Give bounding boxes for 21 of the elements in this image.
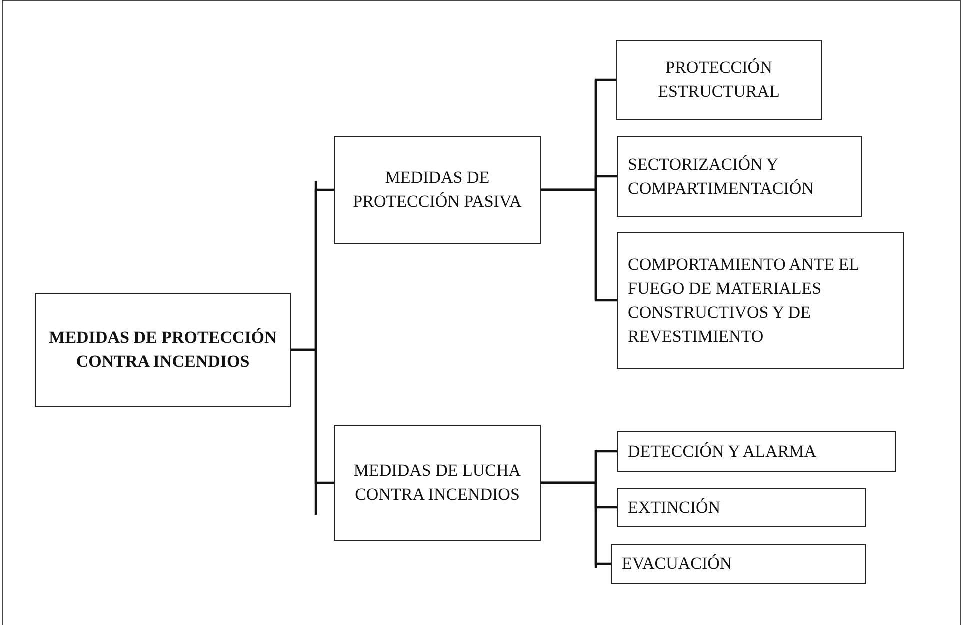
text-box bbox=[334, 425, 541, 541]
text-box bbox=[616, 40, 822, 120]
text-box bbox=[611, 544, 866, 584]
box-label: COMPORTAMIENTO ANTE EL FUEGO DE MATERIALES CONSTRUCTIVOS Y DE REVESTIMIENTO bbox=[628, 254, 860, 348]
box-label: PROTECCIÓN ESTRUCTURAL bbox=[657, 57, 781, 103]
text-box bbox=[35, 293, 291, 407]
box-label: EXTINCIÓN bbox=[628, 496, 722, 518]
box-label: SECTORIZACIÓN Y COMPARTIMENTACIÓN bbox=[628, 154, 815, 200]
box-label: EVACUACIÓN bbox=[622, 553, 734, 575]
text-box bbox=[617, 488, 866, 527]
box-label: MEDIDAS DE LUCHA CONTRA INCENDIOS bbox=[352, 460, 522, 506]
connector-line bbox=[291, 348, 334, 484]
connector-line bbox=[541, 482, 611, 566]
text-box bbox=[334, 136, 541, 244]
text-box bbox=[617, 136, 862, 217]
box-label: MEDIDAS DE PROTECCIÓN PASIVA bbox=[352, 167, 523, 213]
connector-line bbox=[541, 188, 617, 302]
box-label: MEDIDAS DE PROTECCIÓN CONTRA INCENDIOS bbox=[48, 327, 278, 373]
box-label: DETECCIÓN Y ALARMA bbox=[628, 440, 818, 462]
text-box bbox=[617, 232, 904, 369]
text-box bbox=[617, 431, 896, 472]
